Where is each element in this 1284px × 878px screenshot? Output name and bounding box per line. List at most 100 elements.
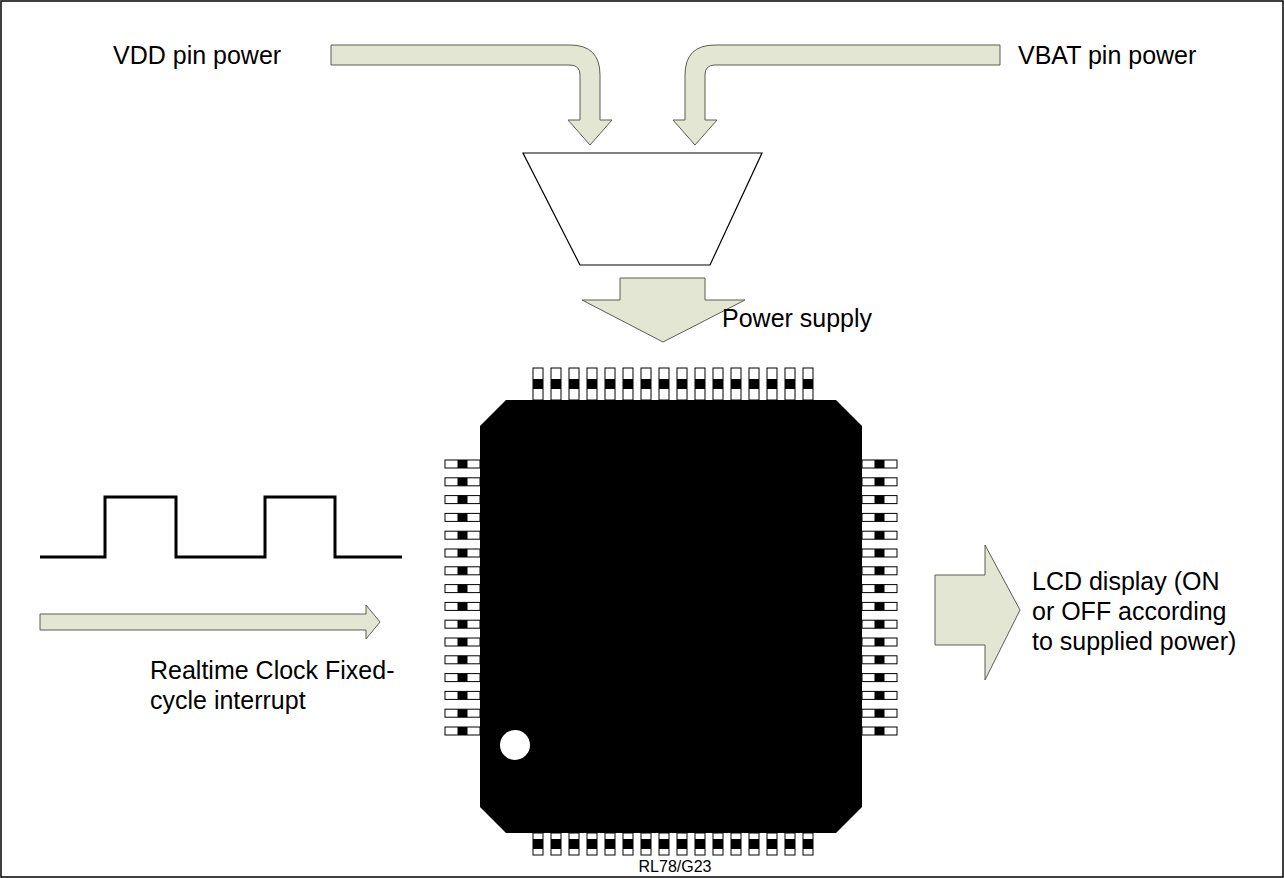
pin-mark: [803, 839, 813, 849]
pin: [862, 691, 897, 699]
pin: [862, 478, 897, 486]
pin: [767, 368, 777, 400]
pin: [551, 368, 561, 400]
pin: [623, 833, 633, 855]
pin-mark: [713, 839, 723, 849]
pin-mark: [803, 379, 813, 389]
pin1-marker: [500, 730, 530, 760]
pin-mark: [875, 638, 885, 646]
pin-mark: [875, 496, 885, 504]
label-text: VBAT pin power: [1018, 40, 1196, 70]
pin: [862, 656, 897, 664]
selector-trapezoid: [523, 153, 762, 265]
pin-mark: [875, 709, 885, 717]
pin: [445, 531, 480, 539]
pin: [445, 585, 480, 593]
pin: [862, 531, 897, 539]
pin: [659, 833, 669, 855]
label-text: LCD display (ON or OFF according to supp…: [1032, 566, 1237, 656]
pin: [785, 833, 795, 855]
pin: [445, 674, 480, 682]
pin-mark: [677, 839, 687, 849]
pin: [659, 368, 669, 400]
pin: [695, 833, 705, 855]
pin: [803, 833, 813, 855]
pin-mark: [875, 674, 885, 682]
pin: [862, 549, 897, 557]
chip-body: [480, 400, 862, 833]
pin: [713, 368, 723, 400]
pin-mark: [458, 585, 468, 593]
pin-mark: [767, 839, 777, 849]
pin: [677, 368, 687, 400]
pin-mark: [569, 379, 579, 389]
pin-mark: [731, 839, 741, 849]
lcd-arrow: [935, 545, 1020, 680]
pin-mark: [458, 727, 468, 735]
pin-mark: [875, 602, 885, 610]
pin: [862, 513, 897, 521]
pin: [862, 620, 897, 628]
pin-mark: [458, 602, 468, 610]
pin-mark: [641, 379, 651, 389]
pin-mark: [767, 379, 777, 389]
pin-mark: [458, 709, 468, 717]
pin: [445, 549, 480, 557]
pin: [862, 709, 897, 717]
supply-arrow: [582, 278, 745, 342]
pin: [641, 833, 651, 855]
pin-mark: [623, 839, 633, 849]
pin: [445, 496, 480, 504]
pin-mark: [875, 531, 885, 539]
pin-mark: [458, 496, 468, 504]
pin: [641, 368, 651, 400]
pin: [862, 727, 897, 735]
pin: [533, 368, 543, 400]
pin-mark: [875, 567, 885, 575]
pin-mark: [785, 379, 795, 389]
pin: [605, 833, 615, 855]
pin-mark: [875, 620, 885, 628]
pin: [862, 602, 897, 610]
pin-mark: [731, 379, 741, 389]
pin-mark: [458, 549, 468, 557]
mcu-chip: RL78/G23: [440, 360, 910, 878]
pin-mark: [875, 513, 885, 521]
pin: [533, 833, 543, 855]
pin: [862, 674, 897, 682]
pin: [803, 368, 813, 400]
pin: [569, 368, 579, 400]
pin-mark: [458, 656, 468, 664]
chip-outline: [440, 360, 910, 878]
pin-mark: [785, 839, 795, 849]
pin-mark: [659, 379, 669, 389]
vdd-arrow: [331, 45, 612, 145]
pin-mark: [569, 839, 579, 849]
pin: [445, 620, 480, 628]
pin-mark: [533, 379, 543, 389]
label-text: VDD pin power: [113, 40, 281, 70]
pin-mark: [875, 460, 885, 468]
pin-mark: [875, 727, 885, 735]
pin-mark: [458, 691, 468, 699]
pin-mark: [458, 620, 468, 628]
pin: [551, 833, 561, 855]
pin: [445, 709, 480, 717]
pin-mark: [749, 379, 759, 389]
pin-mark: [605, 379, 615, 389]
pin-mark: [875, 656, 885, 664]
pin-mark: [695, 839, 705, 849]
pin: [749, 368, 759, 400]
clock-waveform: [40, 497, 402, 557]
pin: [445, 727, 480, 735]
pin: [862, 567, 897, 575]
pin: [445, 691, 480, 699]
chip-name: RL78/G23: [440, 857, 910, 877]
pin-mark: [875, 585, 885, 593]
pin: [862, 638, 897, 646]
pin-mark: [587, 839, 597, 849]
pin: [731, 368, 741, 400]
pin: [749, 833, 759, 855]
vbat-arrow: [673, 45, 1000, 145]
pin: [445, 638, 480, 646]
